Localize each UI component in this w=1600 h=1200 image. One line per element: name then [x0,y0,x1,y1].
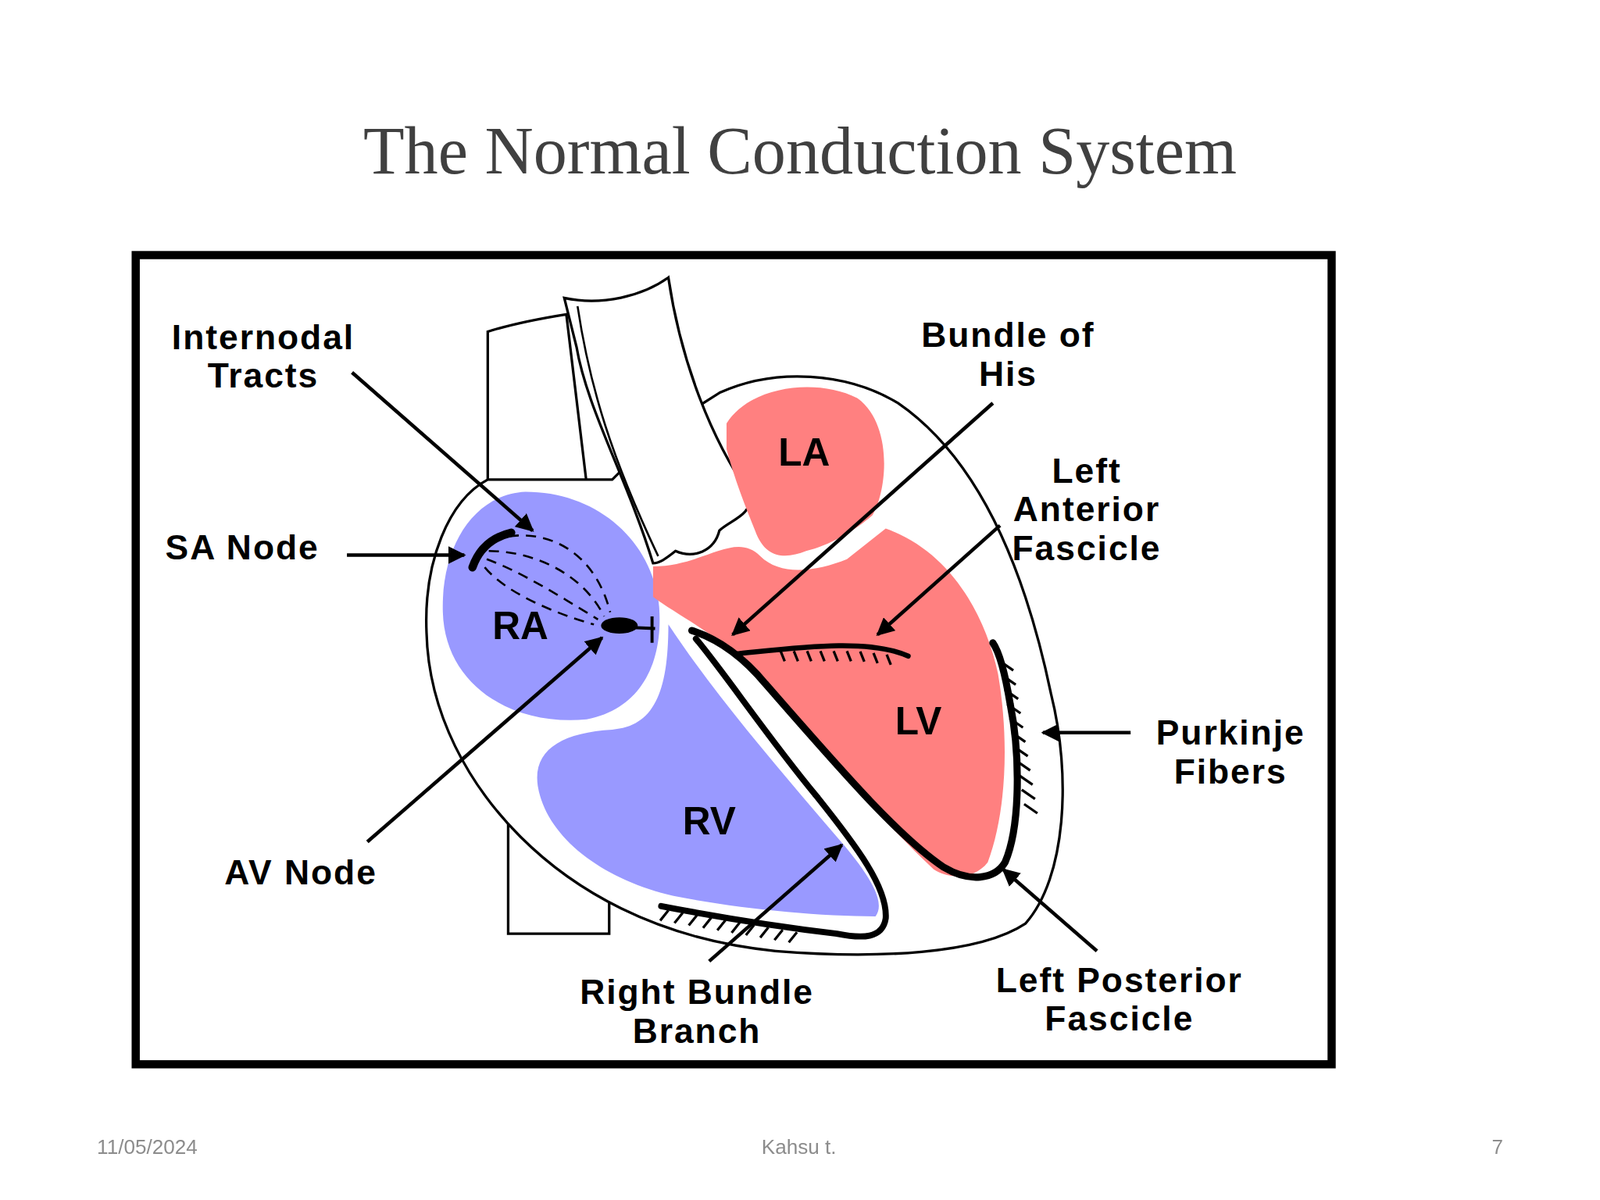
callout-label: AV Node [224,853,429,893]
slide-number: 7 [1462,1134,1504,1159]
purkinje-tick [760,927,768,938]
callout-label: SA Node [165,527,370,567]
callout-label: Purkinje Fibers [1139,713,1323,791]
purkinje-tick [660,910,668,921]
callout-label: Left Posterior Fascicle [986,960,1253,1038]
callout-label: Right Bundle Branch [564,972,830,1050]
leader-line [732,403,993,635]
chamber-label: RV [682,802,736,842]
internodal-tract [486,559,598,620]
chamber-shape [439,487,666,727]
footer-author: Kahsu t. [696,1134,901,1159]
purkinje-tick [1017,760,1031,771]
left-bundle-branch [692,630,1018,878]
purkinje-tick [846,650,851,661]
purkinje-tick [1021,789,1036,800]
leader-line [346,553,465,558]
chamber-fill [537,624,879,917]
heart-chamber: RA [439,487,666,727]
bundle-of-his [632,616,656,643]
purkinje-tick [1014,746,1029,757]
purkinje-tick [1019,775,1033,786]
internodal-tract [492,535,611,612]
leader-line [367,637,602,842]
leader-line [709,844,843,961]
purkinje-tick [689,915,697,926]
left-anterior-fascicle [734,645,908,656]
purkinje-tick [703,917,711,929]
chamber-fill [442,492,661,721]
internodal-tract [484,567,594,625]
purkinje-tick [833,650,838,661]
purkinje-tick [807,650,811,661]
chamber-shape [532,618,890,923]
slide-title: The Normal Conduction System [0,110,1600,192]
figure-frame [135,255,1333,1065]
purkinje-tick [1024,803,1038,814]
purkinje-tick [873,653,878,664]
purkinje-tick [774,929,783,940]
callout-label: Internodal Tracts [156,317,371,395]
purkinje-tick [717,920,725,931]
leader-line [1042,731,1131,736]
av-node [600,617,638,634]
purkinje-tick [1009,718,1023,729]
heart-chamber: LA [714,369,898,566]
purkinje-tick [674,912,683,923]
footer-date: 11/05/2024 [96,1134,261,1159]
callout-label: Left Anterior Fascicle [1005,450,1169,568]
purkinje-tick [886,654,891,665]
purkinje-tick [860,651,865,662]
chamber-fill [726,386,885,556]
purkinje-tick [1000,660,1014,671]
purkinje-tick [746,925,754,936]
chamber-label: RA [492,606,549,646]
leader-line [877,525,1000,636]
heart-outline [426,376,1064,955]
leader-line [1003,869,1097,951]
purkinje-fibers [660,650,1038,943]
callout-label: Bundle of His [910,315,1105,393]
purkinje-tick [789,932,797,943]
chamber-label: LA [778,432,830,472]
purkinje-tick [1004,689,1018,700]
purkinje-tick [793,650,798,661]
purkinje-tick [780,650,785,661]
heart-chamber: RV [532,618,890,923]
superior-vena-cava [487,314,587,485]
leader-line [352,372,533,531]
purkinje-tick [1002,675,1016,686]
purkinje-tick [820,650,825,661]
right-bundle-branch [660,639,886,937]
chamber-label: LV [895,702,943,742]
internodal-tract [489,550,605,617]
sa-node [472,532,512,568]
purkinje-tick [731,922,740,933]
purkinje-tick [1007,703,1021,714]
purkinje-tick [1011,732,1025,743]
